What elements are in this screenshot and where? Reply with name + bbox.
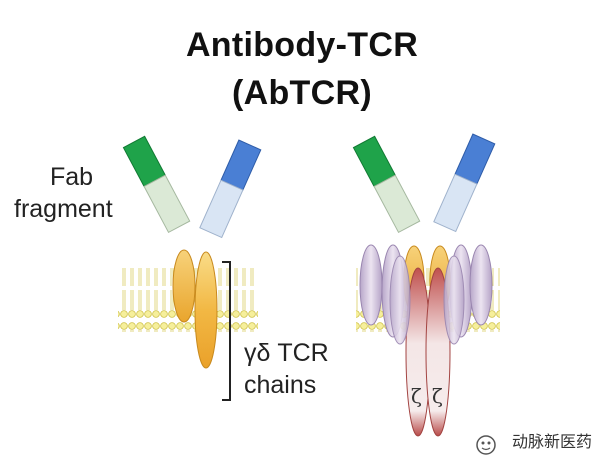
gd-bracket xyxy=(222,261,231,401)
gd-tcr-label-line-2: chains xyxy=(244,371,317,399)
fab-light-domain xyxy=(143,174,191,234)
fab-light-domain xyxy=(373,174,421,234)
fab-light-domain xyxy=(199,179,244,239)
cd3-subunit xyxy=(443,255,465,345)
right-abtcr-complex xyxy=(352,133,496,437)
cd3-subunit xyxy=(469,244,493,326)
gd-tcr-label-line-1: γδ TCR xyxy=(244,339,329,367)
cd3-subunit xyxy=(359,244,383,326)
cd3-subunit xyxy=(389,255,411,345)
fab-label-line-2: fragment xyxy=(14,195,113,223)
zeta-label-right: ζ xyxy=(432,384,443,408)
watermark-logo xyxy=(476,435,496,455)
title-line-1: Antibody-TCR xyxy=(185,26,419,64)
title-line-2: (AbTCR) xyxy=(232,74,372,112)
fab-light-domain xyxy=(433,173,478,233)
watermark-text: 动脉新医药 xyxy=(511,432,592,451)
fab-label-line-1: Fab xyxy=(50,163,94,191)
zeta-label-left: ζ xyxy=(411,384,422,408)
left-abtcr xyxy=(122,135,262,401)
delta-tcr-chain xyxy=(194,251,218,369)
gamma-tcr-chain xyxy=(172,249,196,323)
